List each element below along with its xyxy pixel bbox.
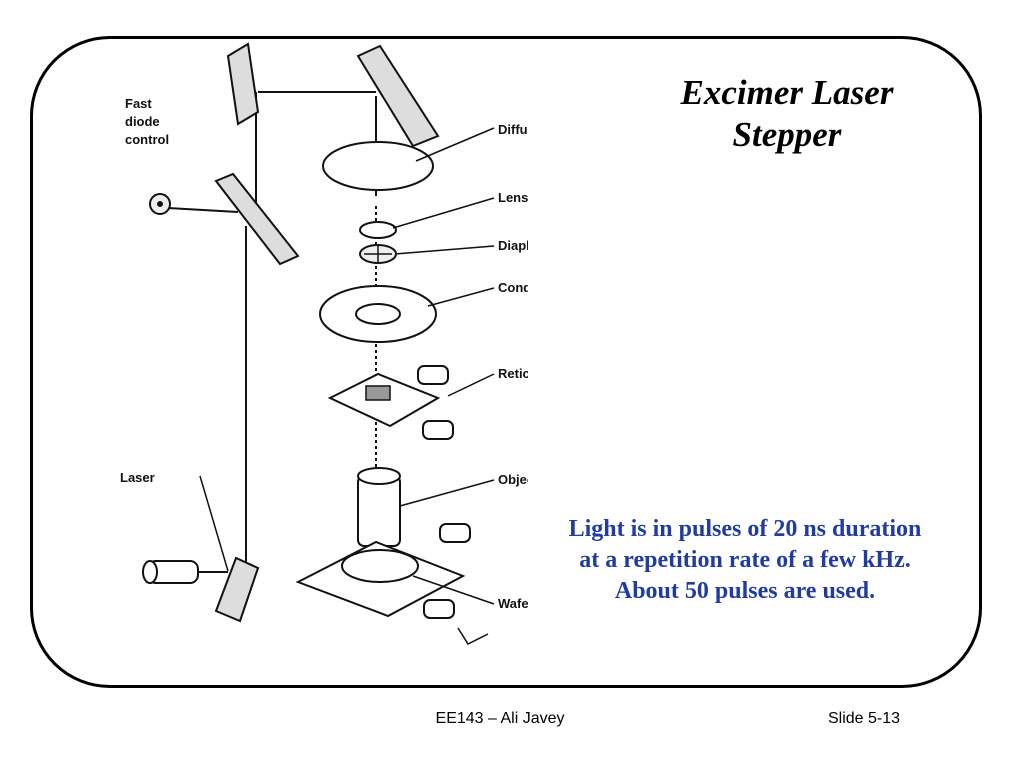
label-control: control: [125, 132, 169, 147]
title-line-1: Excimer Laser: [680, 73, 894, 112]
label-condenser: Condenser: [498, 280, 528, 295]
pulse-note: Light is in pulses of 20 ns duration at …: [520, 514, 970, 607]
label-reticle: Reticle: [498, 366, 528, 381]
motion-arrows: [457, 627, 489, 645]
note-line-3: About 50 pulses are used.: [614, 578, 876, 604]
stepper-diagram: Fast diode control Laser Diffuser Lens D…: [108, 36, 528, 656]
label-diffuser: Diffuser: [498, 122, 528, 137]
mirror-bottom: [214, 556, 260, 623]
title-line-2: Stepper: [732, 115, 842, 154]
footer-course: EE143 – Ali Javey: [435, 710, 565, 727]
note-line-2: at a repetition rate of a few kHz.: [579, 547, 911, 573]
label-lens: Lens: [498, 190, 528, 205]
label-wafer: Wafer: [498, 596, 528, 611]
label-diaphragm: Diaphragm: [498, 238, 528, 253]
footer-slide-number: Slide 5-13: [828, 710, 901, 727]
slide-title: Excimer Laser Stepper: [628, 72, 946, 156]
lens: [359, 221, 397, 239]
slide-frame: [30, 36, 982, 688]
label-fast: Fast: [125, 96, 152, 111]
reticle-actuator: [417, 365, 454, 440]
mirror-middle-left: [214, 172, 300, 266]
label-diode: diode: [125, 114, 160, 129]
diffuser: [322, 141, 434, 191]
label-objective: Objective: [498, 472, 528, 487]
mirror-top-left: [226, 42, 260, 126]
mirror-top-right: [356, 44, 440, 148]
laser-source: [142, 560, 228, 584]
wafer: [341, 549, 419, 583]
label-laser: Laser: [120, 470, 155, 485]
wafer-actuator: [423, 523, 471, 619]
note-line-1: Light is in pulses of 20 ns duration: [568, 516, 922, 542]
